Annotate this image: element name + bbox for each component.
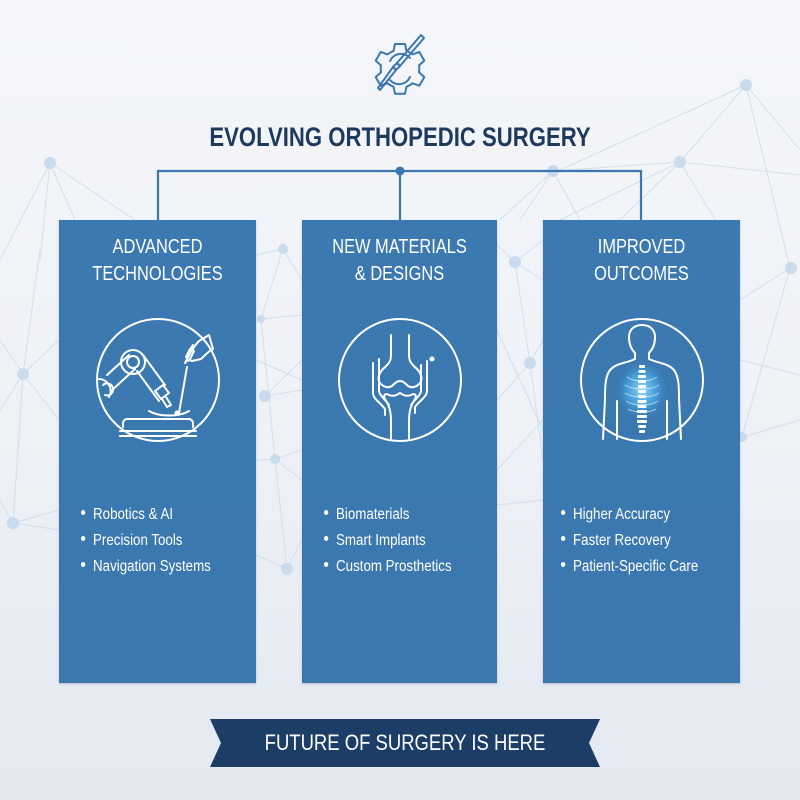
list-item: Biomaterials (324, 502, 473, 528)
panel-new-materials-designs: NEW MATERIALS & DESIGNS Biomaterials Sma… (302, 220, 497, 683)
bullet-list: Higher Accuracy Faster Recovery Patient-… (561, 502, 740, 580)
panel-title-line: & DESIGNS (354, 263, 445, 285)
panel-title: NEW MATERIALS & DESIGNS (320, 234, 480, 288)
ribbon-banner: FUTURE OF SURGERY IS HERE (210, 719, 600, 767)
gear-scalpel-icon (374, 34, 426, 95)
list-item: Faster Recovery (561, 528, 715, 554)
bullet-icon (324, 510, 329, 516)
list-item: Smart Implants (324, 528, 473, 554)
knee-joint-icon (337, 318, 462, 442)
bullet-icon (81, 510, 86, 516)
panel-title-line: TECHNOLOGIES (92, 263, 223, 285)
bullet-icon (81, 562, 86, 568)
list-item: Precision Tools (81, 528, 232, 554)
robotic-surgery-arm-icon (95, 318, 220, 442)
bullet-icon (324, 536, 329, 542)
panel-advanced-technologies: ADVANCED TECHNOLOGIES Robotics & AI Prec… (59, 220, 256, 683)
list-item: Navigation Systems (81, 554, 232, 580)
panel-title-line: NEW MATERIALS (332, 236, 467, 258)
list-item: Higher Accuracy (561, 502, 715, 528)
banner-text: FUTURE OF SURGERY IS HERE (264, 730, 546, 755)
human-spine-icon (579, 318, 704, 442)
ribbon-shape (210, 719, 600, 767)
bullet-icon (561, 536, 566, 542)
list-item: Patient-Specific Care (561, 554, 715, 580)
panel-title: IMPROVED OUTCOMES (561, 234, 723, 288)
panel-improved-outcomes: IMPROVED OUTCOMES (543, 220, 740, 683)
bullet-list: Robotics & AI Precision Tools Navigation… (81, 502, 256, 580)
list-item: Custom Prosthetics (324, 554, 473, 580)
panel-title-line: IMPROVED (597, 236, 686, 258)
list-item: Robotics & AI (81, 502, 232, 528)
panel-title: ADVANCED TECHNOLOGIES (77, 234, 239, 288)
panel-title-line: OUTCOMES (594, 263, 689, 285)
page-title: EVOLVING ORTHOPEDIC SURGERY (209, 122, 591, 152)
panel-title-line: ADVANCED (112, 236, 203, 258)
bullet-icon (561, 510, 566, 516)
bullet-icon (81, 536, 86, 542)
bullet-list: Biomaterials Smart Implants Custom Prost… (324, 502, 497, 580)
bullet-icon (561, 562, 566, 568)
bullet-icon (324, 562, 329, 568)
